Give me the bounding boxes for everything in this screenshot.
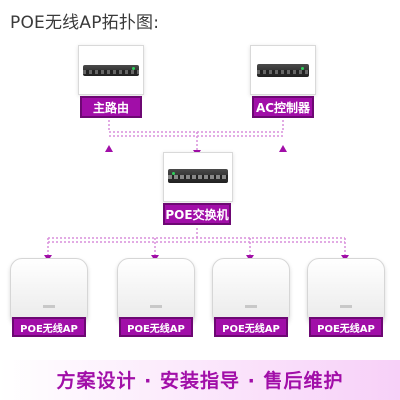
- arrow-up-ac: [279, 145, 287, 152]
- access-point-3: [212, 258, 290, 326]
- diagram-title: POE无线AP拓扑图:: [10, 13, 160, 33]
- poe-switch-box: [163, 152, 233, 202]
- access-point-4: [307, 258, 385, 326]
- ap-1-label: POE无线AP: [12, 317, 86, 337]
- controller-icon: [257, 64, 309, 77]
- slogan-text: 方案设计 · 安装指导 · 售后维护: [56, 370, 344, 392]
- main-router-box: [78, 45, 144, 95]
- access-point-1: [10, 258, 88, 326]
- ac-controller-label: AC控制器: [252, 96, 314, 118]
- main-router-label: 主路由: [80, 96, 142, 118]
- arrow-up-router: [105, 145, 113, 152]
- ap-4-label: POE无线AP: [309, 317, 383, 337]
- switch-icon: [168, 169, 228, 183]
- slogan-banner: [0, 360, 400, 400]
- ap-3-label: POE无线AP: [214, 317, 288, 337]
- router-icon: [83, 65, 139, 76]
- access-point-2: [117, 258, 195, 326]
- ac-controller-box: [250, 45, 316, 95]
- poe-switch-label: POE交换机: [163, 203, 231, 225]
- ap-2-label: POE无线AP: [119, 317, 193, 337]
